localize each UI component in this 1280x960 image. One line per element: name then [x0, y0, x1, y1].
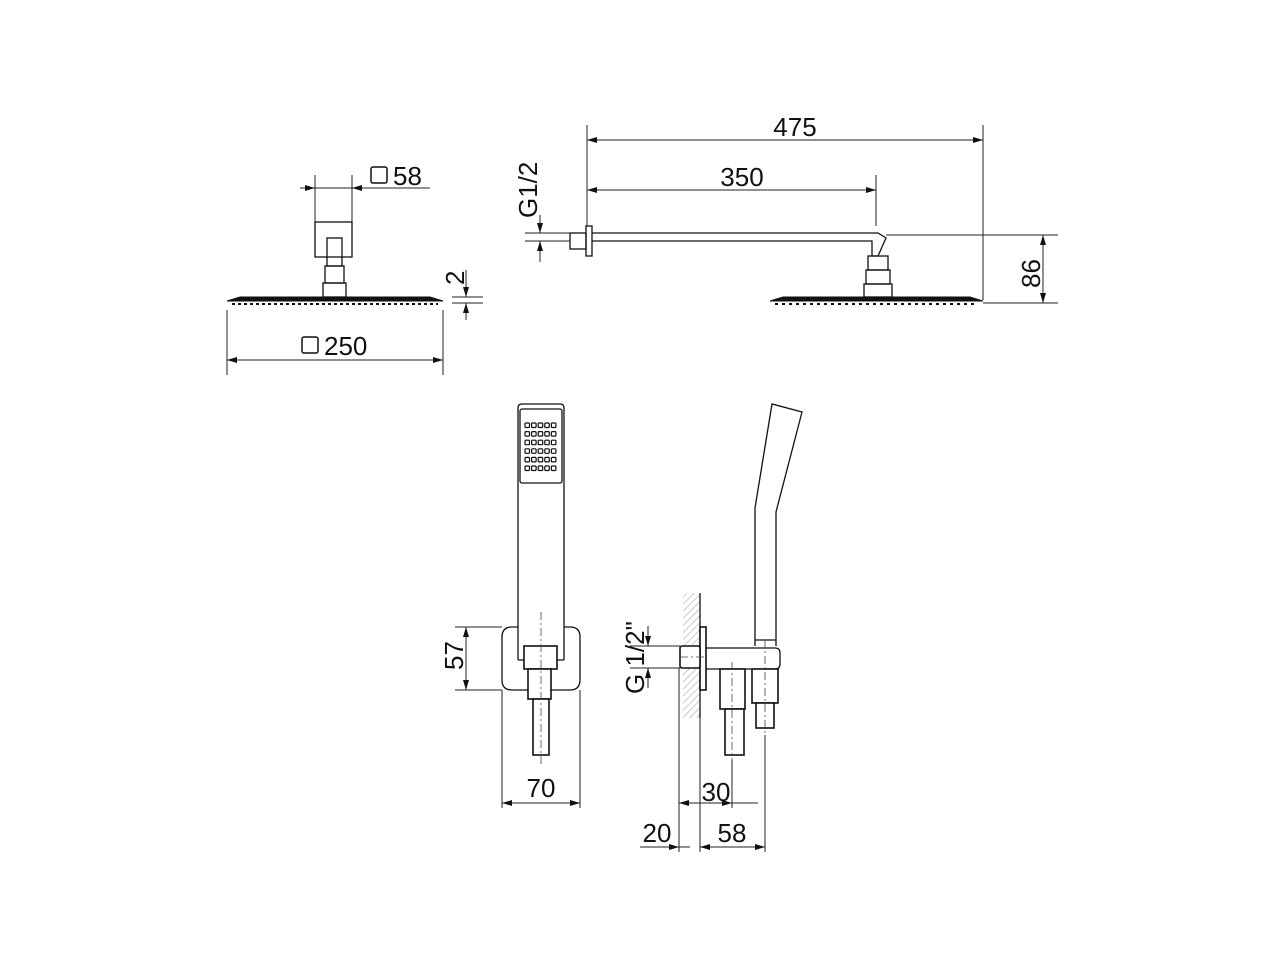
nozzle-dot: [530, 422, 537, 429]
shower-head-front-view: 58 2 250: [226, 161, 483, 375]
hand-shower-side-view: G 1/2" 30 20 58: [620, 403, 803, 852]
nozzle-dot: [550, 456, 557, 463]
nozzle-dot: [537, 465, 544, 472]
dim-plate-size: 250: [324, 331, 367, 361]
nozzle-dot: [550, 422, 557, 429]
dim-mount-size: 58: [393, 161, 422, 191]
nozzle-dot: [544, 456, 550, 463]
nozzle-dot: [537, 456, 544, 463]
nozzle-dot: [550, 448, 557, 454]
nozzle-grid: [524, 422, 557, 472]
dim-thread-side: G 1/2": [620, 621, 650, 694]
nozzle-dot: [550, 431, 557, 437]
dim-arm-length: 350: [720, 162, 763, 192]
dim-plate-thickness: 2: [440, 271, 470, 285]
nozzle-dot: [524, 439, 531, 446]
shower-head-side-view: 475 350 86 G1/2: [513, 112, 1058, 305]
nozzle-dot: [524, 456, 531, 463]
nozzle-dot: [544, 439, 550, 446]
nozzle-dot: [524, 465, 531, 472]
dim-holder-width: 70: [527, 773, 556, 803]
nozzle-dot: [537, 448, 544, 454]
nozzle-dot: [530, 439, 537, 446]
nozzle-dot: [524, 422, 531, 429]
dim-thread: G1/2: [513, 162, 543, 218]
nozzle-dot: [544, 465, 550, 472]
nozzle-dot: [530, 448, 537, 454]
nozzle-dot: [524, 431, 531, 437]
nozzle-dot: [537, 431, 544, 437]
nozzle-dot: [550, 465, 557, 472]
nozzle-dot: [544, 431, 550, 437]
square-symbol-icon: [301, 336, 319, 354]
nozzle-dot: [524, 448, 531, 454]
dim-wall-20: 20: [643, 818, 672, 848]
nozzle-dot: [530, 465, 537, 472]
dim-offset-30: 30: [702, 777, 731, 807]
nozzle-dot: [537, 422, 544, 429]
nozzle-dot: [544, 422, 550, 429]
nozzle-dot: [537, 439, 544, 446]
dim-height: 86: [1016, 259, 1046, 288]
dim-holder-height: 57: [439, 641, 469, 670]
hand-shower-front-view: 57 70: [439, 403, 581, 808]
nozzle-dot: [530, 456, 537, 463]
dim-depth-58: 58: [718, 818, 747, 848]
nozzle-dot: [550, 439, 557, 446]
nozzle-dot: [530, 431, 537, 437]
dim-total-length: 475: [773, 112, 816, 142]
nozzle-dot: [544, 448, 550, 454]
square-symbol-icon: [370, 166, 388, 184]
